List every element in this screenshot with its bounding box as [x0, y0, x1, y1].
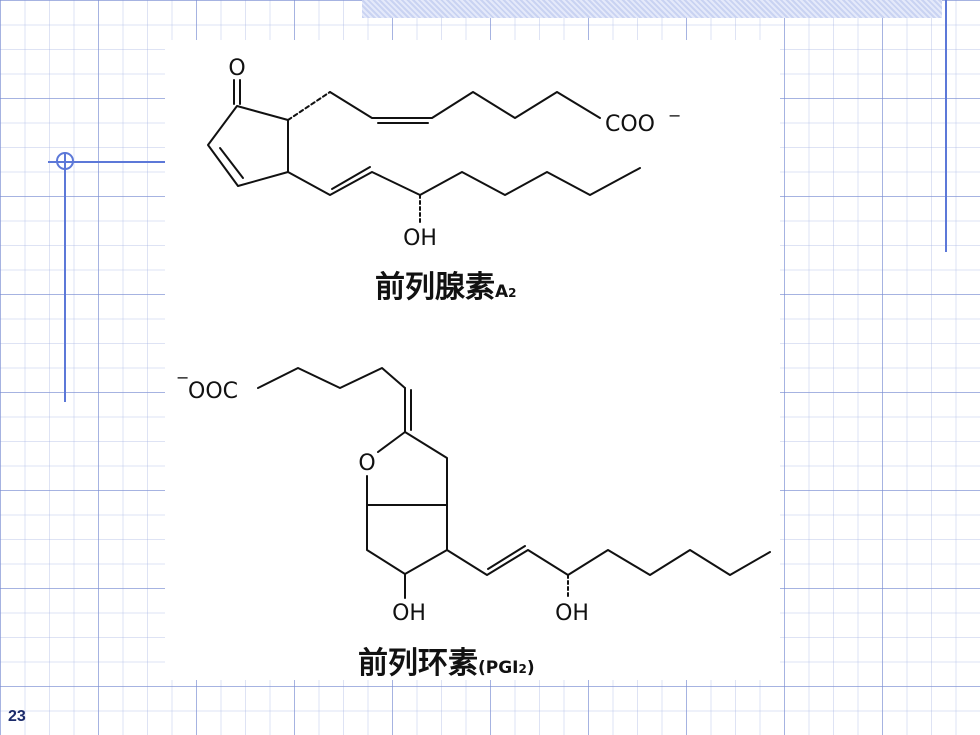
left-accent-crossbar	[48, 161, 168, 163]
pgi2-name: 前列环素	[358, 646, 478, 681]
slide-number: 23	[8, 708, 26, 725]
pgi2-hydroxyl-ring: OH	[392, 601, 426, 626]
pgi2-suffix: (PGI	[478, 658, 519, 678]
pgi2-hydroxyl-chain: OH	[555, 601, 589, 626]
pgi2-carboxylate-charge: −	[176, 368, 189, 387]
pga2-suffix-sub: 2	[508, 286, 517, 300]
pgi2-suffix-close: )	[526, 658, 535, 678]
pgi2-ring-oxygen: O	[358, 451, 375, 476]
pga2-carbonyl-oxygen: O	[228, 56, 245, 81]
pga2-name: 前列腺素	[375, 270, 495, 305]
pga2-caption: 前列腺素A2	[375, 262, 517, 306]
left-accent-line	[64, 152, 66, 402]
pgi2-bonds	[257, 367, 771, 599]
pga2-carboxylate: COO	[605, 112, 655, 137]
right-accent-line	[945, 0, 947, 252]
content-panel	[165, 40, 780, 680]
pgi2-suffix-sub: 2	[518, 662, 527, 676]
pga2-hydroxyl: OH	[403, 226, 437, 251]
pga2-suffix: A	[495, 282, 509, 302]
pgi2-carboxylate: OOC	[188, 379, 238, 404]
pga2-carboxylate-charge: −	[668, 106, 681, 125]
header-decorative-band	[362, 0, 942, 18]
pga2-bonds	[207, 79, 641, 223]
pgi2-caption: 前列环素(PGI2)	[358, 638, 535, 682]
